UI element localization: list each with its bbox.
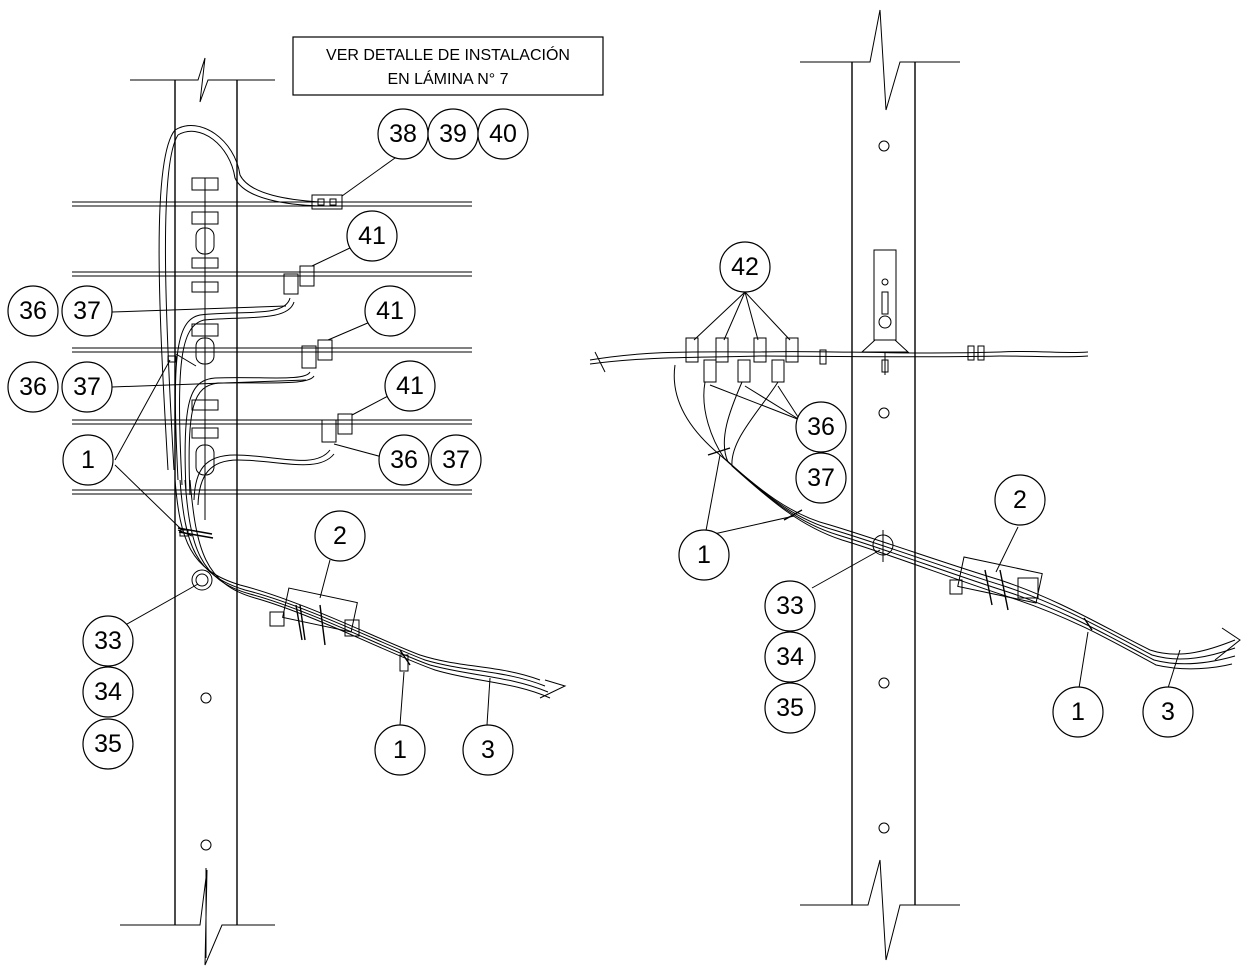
- callout-39: 39: [427, 108, 479, 160]
- svg-text:38: 38: [389, 120, 417, 148]
- callout-34-right: 34: [764, 631, 816, 683]
- right-view: 42 36 37 2 1 33 34 35 1 3: [589, 9, 1241, 961]
- svg-text:36: 36: [19, 297, 47, 325]
- right-pole-bracket: [860, 249, 910, 375]
- svg-text:3: 3: [481, 736, 495, 764]
- callout-1-right-upper: 1: [678, 529, 730, 581]
- callout-1-lower: 1: [374, 724, 426, 776]
- right-callouts: 42 36 37 2 1 33 34 35 1 3: [678, 241, 1194, 738]
- callout-36-upper: 36: [7, 285, 59, 337]
- callout-35: 35: [82, 718, 134, 770]
- left-callouts: 38 39 40 41 41 41 36 37 36 37 36 37 1 2 …: [7, 108, 529, 776]
- callout-41-upper: 41: [346, 210, 398, 262]
- right-eye-hook: [872, 530, 894, 562]
- svg-text:37: 37: [73, 373, 101, 401]
- callout-1-upper: 1: [62, 434, 114, 486]
- callout-36-lower: 36: [378, 434, 430, 486]
- left-leaders: [111, 157, 491, 726]
- svg-text:2: 2: [333, 522, 347, 550]
- right-cable-bundle: [673, 364, 1241, 670]
- svg-text:37: 37: [442, 446, 470, 474]
- svg-text:35: 35: [94, 730, 122, 758]
- callout-2: 2: [314, 510, 366, 562]
- callout-37-right: 37: [795, 452, 847, 504]
- left-connector-assembly: [269, 587, 360, 646]
- right-main-conductor: [589, 345, 1089, 373]
- svg-text:40: 40: [489, 120, 517, 148]
- callout-40: 40: [477, 108, 529, 160]
- left-view: VER DETALLE DE INSTALACIÓN EN LÁMINA N° …: [7, 36, 604, 966]
- note-line-1: VER DETALLE DE INSTALACIÓN: [326, 45, 570, 64]
- callout-37-middle: 37: [61, 361, 113, 413]
- callout-42: 42: [719, 241, 771, 293]
- callout-1-right-lower: 1: [1052, 686, 1104, 738]
- svg-text:41: 41: [396, 372, 424, 400]
- svg-text:1: 1: [1071, 698, 1085, 726]
- left-eye-hook: [191, 569, 213, 591]
- svg-text:36: 36: [807, 413, 835, 441]
- callout-37-lower: 37: [430, 434, 482, 486]
- svg-text:1: 1: [393, 736, 407, 764]
- right-fuse-connectors: [685, 337, 799, 383]
- svg-text:41: 41: [376, 297, 404, 325]
- left-conductors: [72, 201, 472, 495]
- svg-text:41: 41: [358, 222, 386, 250]
- svg-text:35: 35: [776, 694, 804, 722]
- svg-text:36: 36: [19, 373, 47, 401]
- left-insulator-stack: [191, 177, 219, 520]
- callout-38: 38: [377, 108, 429, 160]
- svg-text:34: 34: [776, 643, 804, 671]
- svg-text:37: 37: [73, 297, 101, 325]
- callout-41-lower: 41: [384, 360, 436, 412]
- left-cable-bundle: [158, 125, 567, 699]
- svg-text:1: 1: [81, 446, 95, 474]
- callout-41-middle: 41: [364, 285, 416, 337]
- callout-36-right: 36: [795, 401, 847, 453]
- svg-text:33: 33: [776, 592, 804, 620]
- note-line-2: EN LÁMINA N° 7: [387, 69, 508, 88]
- callout-35-right: 35: [764, 682, 816, 734]
- left-pole: [120, 57, 275, 966]
- callout-2-right: 2: [994, 474, 1046, 526]
- right-leaders: [693, 291, 1181, 689]
- note-box: VER DETALLE DE INSTALACIÓN EN LÁMINA N° …: [292, 36, 604, 96]
- callout-3: 3: [462, 724, 514, 776]
- callout-37-upper: 37: [61, 285, 113, 337]
- right-pole: [800, 9, 960, 961]
- callout-33-right: 33: [764, 580, 816, 632]
- callout-33: 33: [82, 615, 134, 667]
- svg-text:2: 2: [1013, 486, 1027, 514]
- svg-text:37: 37: [807, 464, 835, 492]
- callout-3-right: 3: [1142, 686, 1194, 738]
- svg-text:1: 1: [697, 541, 711, 569]
- callout-36-middle: 36: [7, 361, 59, 413]
- right-connector-assembly: [949, 556, 1043, 611]
- svg-text:3: 3: [1161, 698, 1175, 726]
- svg-text:42: 42: [731, 253, 759, 281]
- svg-text:36: 36: [390, 446, 418, 474]
- svg-text:34: 34: [94, 678, 122, 706]
- svg-text:33: 33: [94, 627, 122, 655]
- left-fuse-holders: [167, 194, 409, 672]
- callout-34: 34: [82, 666, 134, 718]
- svg-text:39: 39: [439, 120, 467, 148]
